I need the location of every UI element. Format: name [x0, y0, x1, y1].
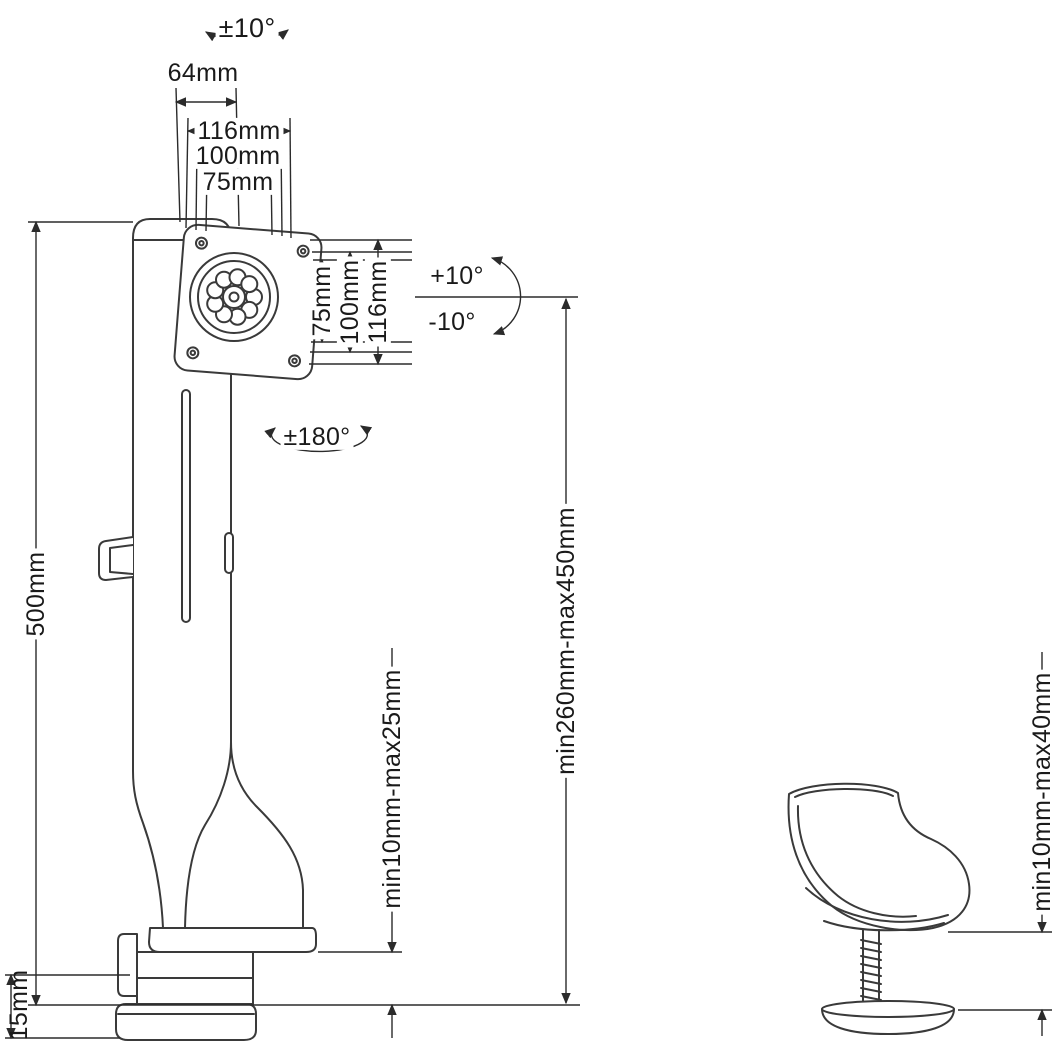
tilt-down-label: -10°: [425, 309, 479, 335]
cable-clip: [98, 536, 134, 581]
vesa-width-116-label: 116mm: [194, 118, 284, 144]
grommet-base-drawing: [787, 782, 971, 1035]
clamp-screw: [860, 929, 882, 1004]
vesa-height-116-label: 116mm: [364, 257, 392, 347]
height-range-label: min260mm-max450mm: [552, 504, 580, 778]
tilt-hub: [189, 252, 279, 342]
base-inner-contour: [184, 741, 232, 929]
side-notch: [224, 532, 234, 574]
swivel-top-label: ±10°: [215, 13, 279, 42]
base-foot-rim: [148, 927, 317, 953]
height-adjust-slot: [181, 389, 191, 623]
base-thickness-label: 15mm: [4, 969, 33, 1041]
vesa-width-100-label: 100mm: [192, 143, 284, 169]
base-body: [787, 782, 971, 931]
tilt-arc: [490, 256, 522, 336]
mount-column: [98, 218, 317, 953]
rotation-label: ±180°: [280, 424, 354, 450]
desk-clamp: [115, 933, 257, 1041]
vesa-width-75-label: 75mm: [199, 169, 277, 195]
tilt-up-label: +10°: [427, 263, 487, 289]
column-height-label: 500mm: [22, 548, 50, 640]
vesa-height-75-label: 75mm: [308, 262, 336, 340]
clamp-range-grommet-label: min10mm-max40mm: [1028, 669, 1056, 915]
clamp-range-main-label: min10mm-max25mm: [378, 666, 406, 912]
rotation-arc: [264, 425, 373, 453]
clamp-foot-pad: [115, 1003, 257, 1041]
vesa-plate: [173, 223, 323, 381]
clamp-side-tab: [117, 933, 138, 997]
offset-64mm-label: 64mm: [164, 60, 242, 86]
vesa-height-100-label: 100mm: [336, 256, 364, 348]
